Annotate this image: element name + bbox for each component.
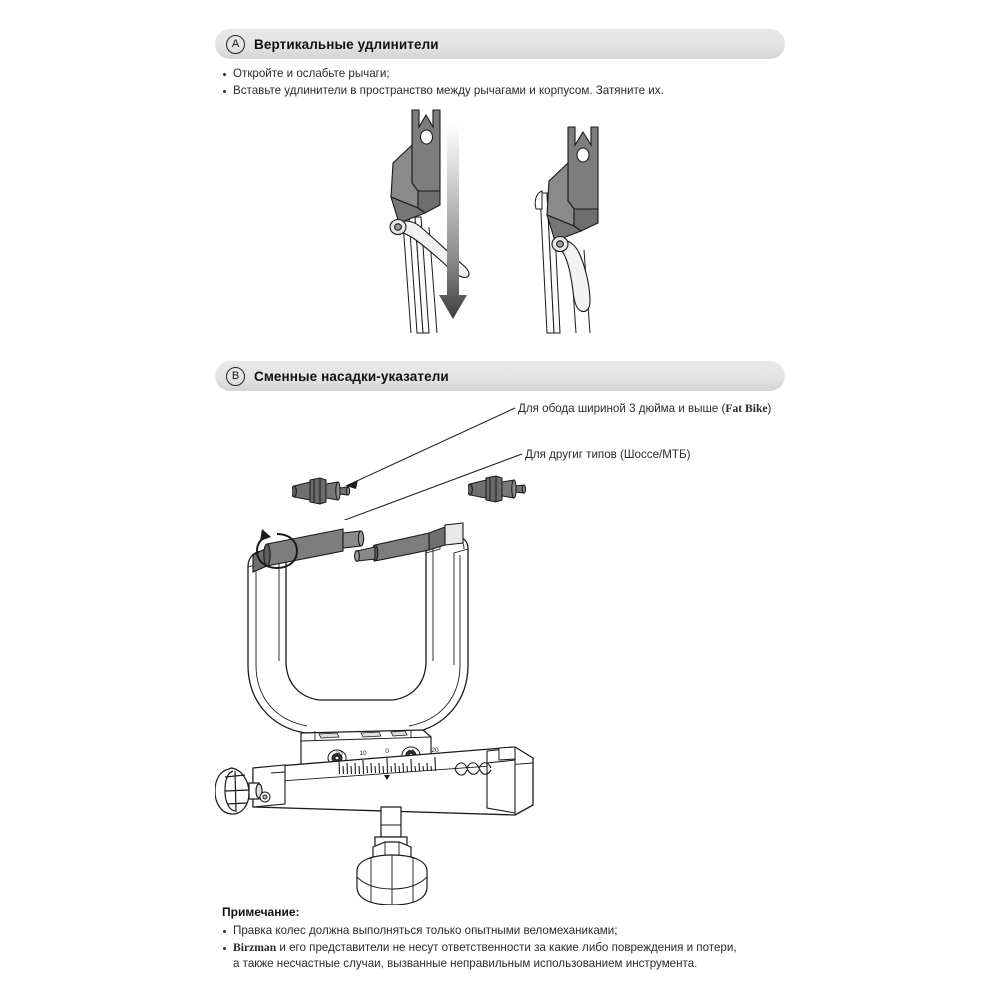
callout-label-fatbike: Для обода шириной 3 дюйма и выше (Fat Bi… <box>518 402 771 415</box>
scale-label: 10 <box>359 750 367 757</box>
indicator-tip-fatbike <box>292 475 352 509</box>
brand-name: Birzman <box>233 940 277 954</box>
section-badge-b: B <box>226 366 245 386</box>
scale-label: 0 <box>385 748 389 755</box>
scale-label: 20 <box>431 747 439 754</box>
bullet-item: Вставьте удлинители в пространство между… <box>222 83 664 100</box>
note-item-brand: Birzman и его представители не несут отв… <box>222 940 737 957</box>
section-badge-a: A <box>226 34 245 54</box>
section-title-b: Сменные насадки-указатели <box>254 368 449 384</box>
direction-arrow-down <box>439 123 467 319</box>
illustration-truing-stand: 20 10 0 10 20 <box>215 515 575 905</box>
measurement-scale: 20 10 0 10 20 <box>335 747 439 780</box>
scale-label: 10 <box>407 749 415 756</box>
indicator-tip-road <box>468 473 528 507</box>
rotation-arrow <box>255 533 299 570</box>
note-item: Правка колес должна выполняться только о… <box>222 923 737 940</box>
illustration-lever-open <box>385 105 525 335</box>
scale-label: 20 <box>335 751 343 758</box>
callout-text-after: ) <box>767 402 772 415</box>
section-header-b: B Сменные насадки-указатели <box>215 361 785 391</box>
illustration-lever-closed <box>518 105 648 335</box>
note-continuation: а также несчастные случаи, вызванные неп… <box>233 957 698 970</box>
callout-leader-lines <box>290 400 530 520</box>
section-header-a: A Вертикальные удлинители <box>215 29 785 59</box>
notes-heading: Примечание: <box>222 905 300 919</box>
bullet-item: Откройте и ослабьте рычаги; <box>222 66 664 83</box>
section-title-a: Вертикальные удлинители <box>254 36 439 52</box>
callout-label-other: Для другиг типов (Шоссе/МТБ) <box>525 448 691 461</box>
callout-text-before: Для обода шириной 3 дюйма и выше ( <box>518 402 726 415</box>
section-a-bullets: Откройте и ослабьте рычаги; Вставьте удл… <box>222 66 664 99</box>
notes-block: Примечание: Правка колес должна выполнят… <box>222 905 737 973</box>
bottom-adjust-knob <box>356 806 428 905</box>
note-brand-rest: и его представители не несут ответственн… <box>276 940 737 954</box>
callout-text-bold: Fat Bike <box>725 402 768 415</box>
